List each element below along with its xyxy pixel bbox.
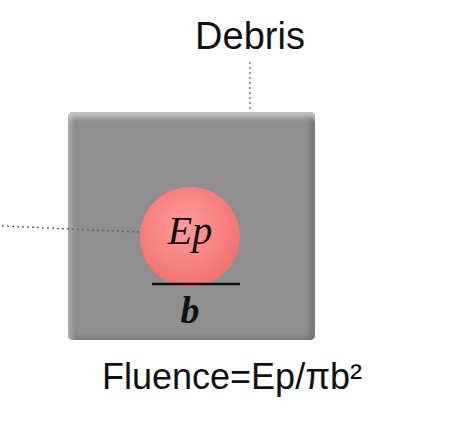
radius-bar <box>152 283 240 286</box>
pulse-spot: Ep <box>140 187 240 287</box>
symbol-label: Ep <box>168 207 212 254</box>
dimension-label: b <box>181 288 200 332</box>
part-name: Debris <box>195 15 305 58</box>
formula: Fluence=Ep/πb² <box>102 356 362 398</box>
leader-line <box>249 62 251 112</box>
